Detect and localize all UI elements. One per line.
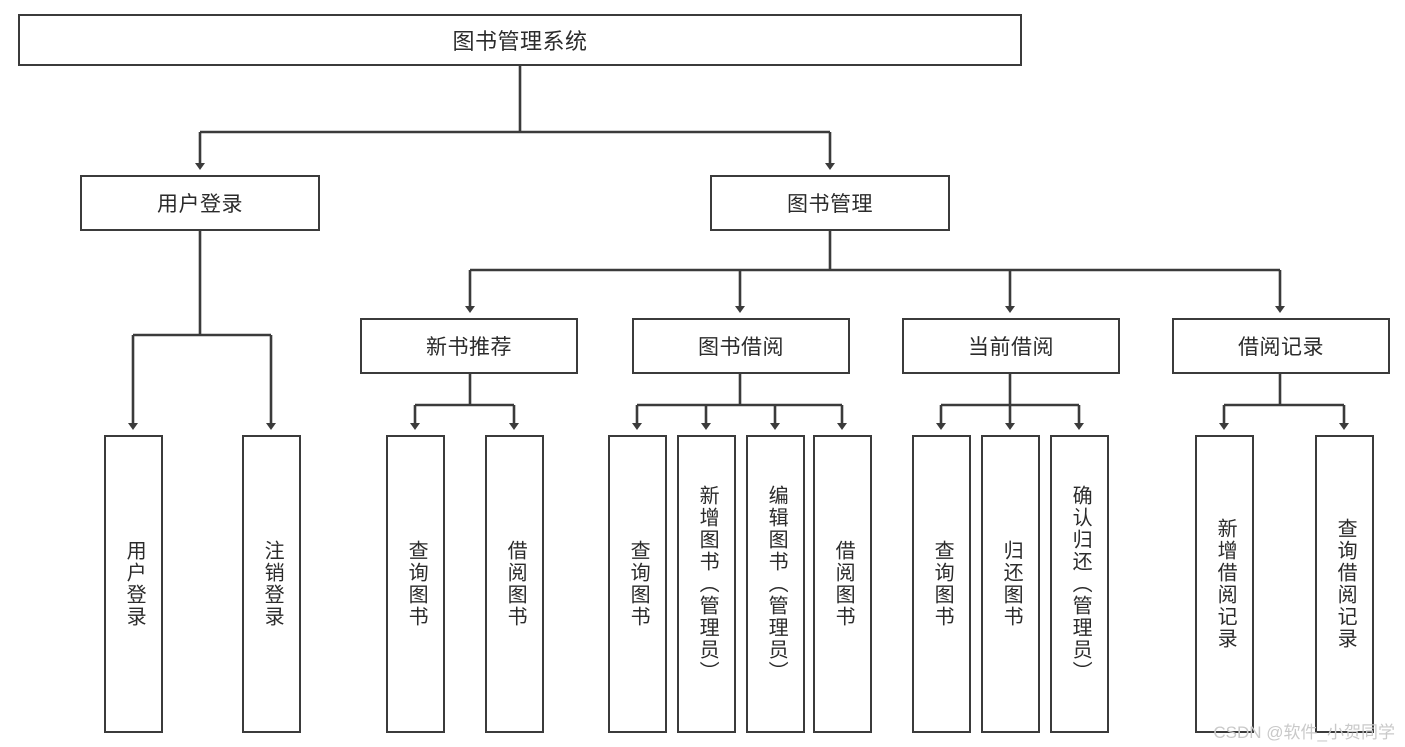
node-label: 查询借阅记录 bbox=[1334, 518, 1357, 650]
leaf-user-login[interactable]: 用户登录 bbox=[104, 435, 163, 733]
node-borrow-record[interactable]: 借阅记录 bbox=[1172, 318, 1390, 374]
node-label: 图书借阅 bbox=[698, 336, 784, 359]
leaf-record-add-record[interactable]: 新增借阅记录 bbox=[1195, 435, 1254, 733]
watermark-text: CSDN @软件_小贺同学 bbox=[1213, 723, 1395, 742]
leaf-user-logout[interactable]: 注销登录 bbox=[242, 435, 301, 733]
node-label: 查询图书 bbox=[405, 540, 428, 628]
node-label: 归还图书 bbox=[1000, 540, 1023, 628]
node-label: 当前借阅 bbox=[968, 336, 1054, 359]
leaf-newbook-borrow-book[interactable]: 借阅图书 bbox=[485, 435, 544, 733]
node-label: 确认归还（管理员） bbox=[1069, 485, 1092, 683]
node-label: 用户登录 bbox=[157, 193, 243, 216]
node-label: 注销登录 bbox=[261, 540, 284, 628]
node-current-borrow[interactable]: 当前借阅 bbox=[902, 318, 1120, 374]
node-label: 查询图书 bbox=[627, 540, 650, 628]
node-book-borrow[interactable]: 图书借阅 bbox=[632, 318, 850, 374]
leaf-borrow-add-book-admin[interactable]: 新增图书（管理员） bbox=[677, 435, 736, 733]
node-label: 图书管理系统 bbox=[452, 29, 588, 54]
node-label: 用户登录 bbox=[123, 540, 146, 628]
leaf-newbook-query-book[interactable]: 查询图书 bbox=[386, 435, 445, 733]
leaf-current-query-book[interactable]: 查询图书 bbox=[912, 435, 971, 733]
node-book-management[interactable]: 图书管理 bbox=[710, 175, 950, 231]
node-label: 新书推荐 bbox=[426, 336, 512, 359]
leaf-borrow-query-book[interactable]: 查询图书 bbox=[608, 435, 667, 733]
node-root-system[interactable]: 图书管理系统 bbox=[18, 14, 1022, 66]
node-label: 新增图书（管理员） bbox=[696, 485, 719, 683]
node-label: 借阅图书 bbox=[504, 540, 527, 628]
node-label: 编辑图书（管理员） bbox=[765, 485, 788, 683]
leaf-borrow-borrow-book[interactable]: 借阅图书 bbox=[813, 435, 872, 733]
node-label: 借阅图书 bbox=[832, 540, 855, 628]
leaf-borrow-edit-book-admin[interactable]: 编辑图书（管理员） bbox=[746, 435, 805, 733]
leaf-record-query-record[interactable]: 查询借阅记录 bbox=[1315, 435, 1374, 733]
node-new-book-recommend[interactable]: 新书推荐 bbox=[360, 318, 578, 374]
leaf-current-confirm-return-admin[interactable]: 确认归还（管理员） bbox=[1050, 435, 1109, 733]
node-user-login[interactable]: 用户登录 bbox=[80, 175, 320, 231]
node-label: 图书管理 bbox=[787, 193, 873, 216]
node-label: 新增借阅记录 bbox=[1214, 518, 1237, 650]
node-label: 借阅记录 bbox=[1238, 336, 1324, 359]
leaf-current-return-book[interactable]: 归还图书 bbox=[981, 435, 1040, 733]
node-label: 查询图书 bbox=[931, 540, 954, 628]
